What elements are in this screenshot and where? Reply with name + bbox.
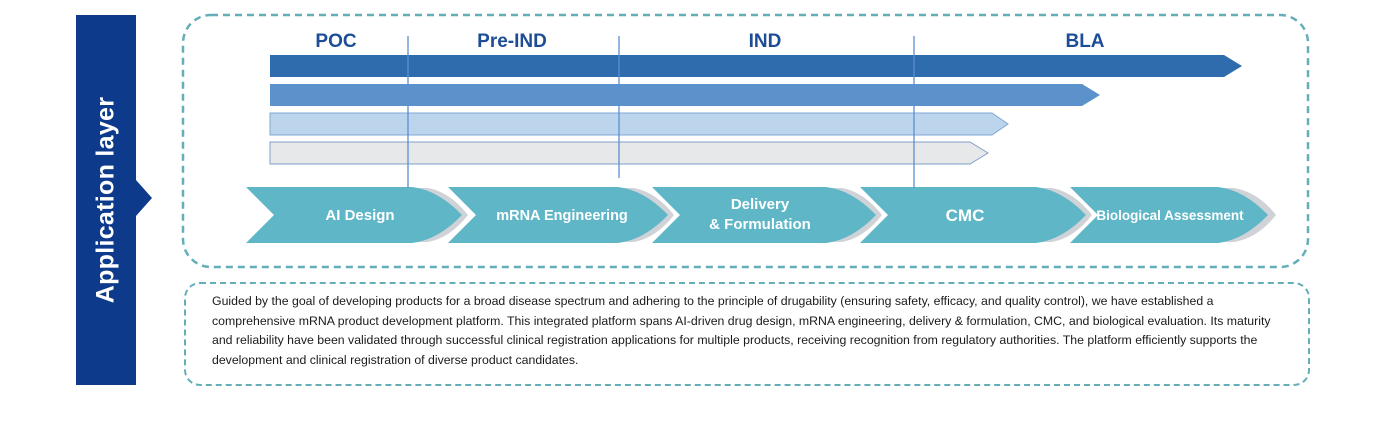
description-box: Guided by the goal of developing product… <box>184 282 1310 386</box>
phase-pre-ind: Pre-IND <box>477 31 547 52</box>
stage-label-mrna-engineering: mRNA Engineering <box>496 208 628 224</box>
side-pointer-arrow <box>136 180 152 216</box>
stage-label-cmc: CMC <box>946 206 985 225</box>
progress-bar-2 <box>270 84 1100 106</box>
progress-bar-4 <box>269 141 989 165</box>
progress-bar-3 <box>269 112 1009 136</box>
stage-label-delivery: Delivery <box>731 196 790 213</box>
stage-label-ai-design: AI Design <box>325 207 394 224</box>
phase-ind: IND <box>749 31 782 52</box>
phase-poc: POC <box>315 31 356 52</box>
progress-bar-1 <box>270 55 1242 77</box>
stage-chevron-delivery-formulation <box>652 187 876 243</box>
description-text: Guided by the goal of developing product… <box>212 294 1271 367</box>
stage-chevron-cmc <box>860 187 1086 243</box>
stage-chevrons <box>246 187 1276 243</box>
phase-separators <box>407 36 915 188</box>
stage-label-formulation: & Formulation <box>709 216 811 233</box>
side-label-panel: Application layer <box>76 15 136 385</box>
phase-bla: BLA <box>1065 31 1104 52</box>
stage-chevron-biological-assessment <box>1070 187 1268 243</box>
stage-label-biological-assessment: Biological Assessment <box>1096 208 1244 223</box>
stage-chevron-ai-design <box>246 187 462 243</box>
stage-chevron-mrna-engineering <box>448 187 668 243</box>
diagram-dashed-frame <box>181 13 1310 269</box>
